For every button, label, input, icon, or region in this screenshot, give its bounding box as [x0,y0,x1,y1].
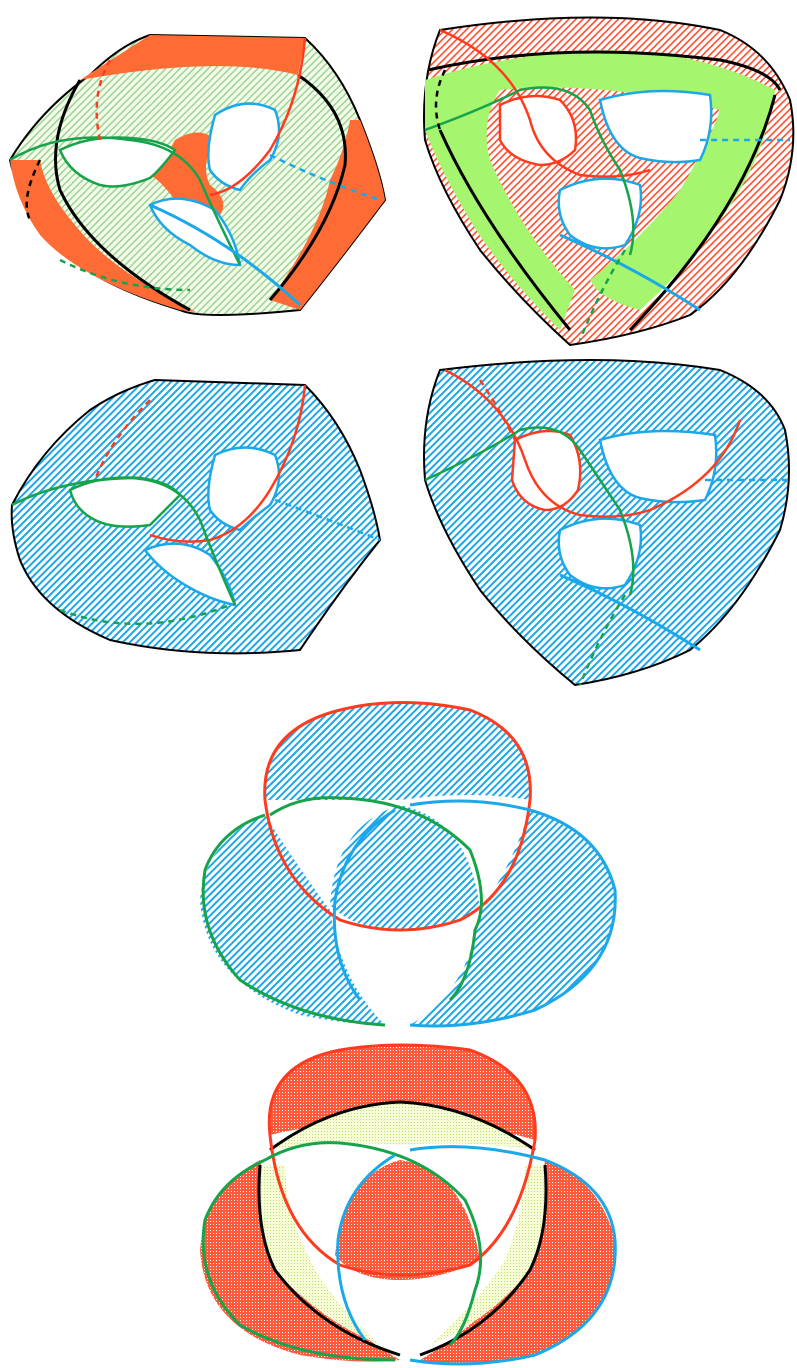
surface-view-1 [10,35,385,315]
top-lobe [265,703,531,801]
center-red [335,1160,480,1280]
hole-1 [500,96,576,165]
outer-shape [12,380,380,653]
surface-view-2 [424,18,793,346]
hatched-surface-view-2 [424,360,790,685]
borromean-rings-hatched [200,703,615,1027]
center-region [330,805,480,930]
hole-1 [512,431,580,510]
borromean-rings-colored [200,1045,615,1364]
hatched-surface-view-1 [12,380,380,653]
